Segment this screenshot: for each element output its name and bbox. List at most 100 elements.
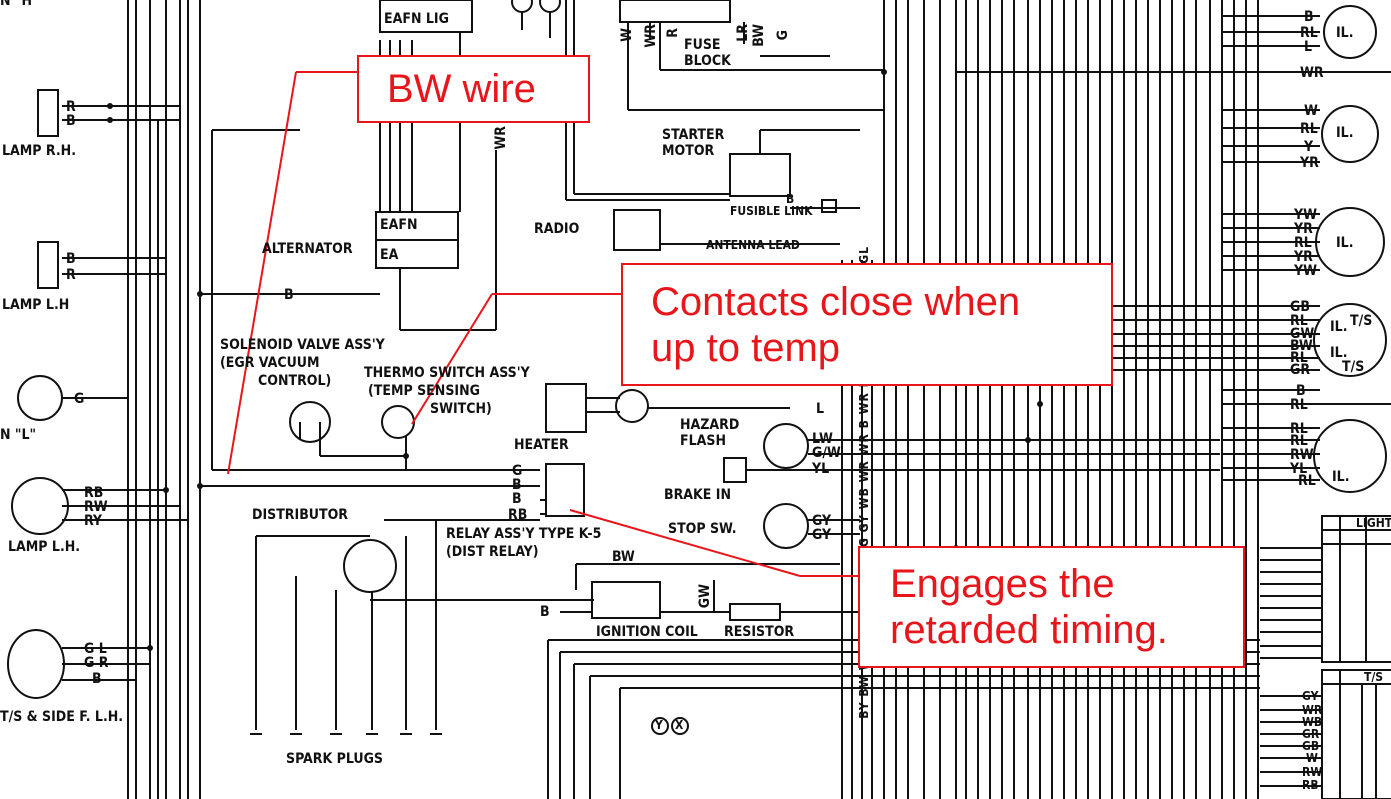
wire-b-label: B [284, 287, 294, 303]
wire-b-label: B [1304, 9, 1314, 25]
alternator-ea-label: EA [380, 247, 399, 263]
wire-r-label: R [66, 99, 76, 115]
turn-signal-label: T/S [1350, 313, 1373, 329]
wire-rl-label: RL [1294, 235, 1312, 251]
callout-contacts-close: Contacts close when up to temp [621, 263, 1113, 386]
wire-rl-label: RL [1300, 121, 1318, 137]
wire-rl-label: RL [1290, 421, 1308, 437]
distributor-label: DISTRIBUTOR [252, 507, 349, 523]
relay-label: RELAY ASS'Y TYPE K-5 [446, 526, 602, 542]
wire-yl-label: YL [1290, 461, 1308, 477]
wire-b-label: B [92, 671, 102, 687]
wire-gr-label: GR [1290, 362, 1311, 378]
wire-wr-label: WR [1300, 65, 1324, 81]
wire-rl-label: RL [1298, 473, 1316, 489]
wire-rb-label: RB [1302, 778, 1319, 792]
wire-gr-label: G R [84, 655, 109, 671]
wire-rl-label: RL [1290, 397, 1308, 413]
wire-g-label: G [74, 391, 85, 407]
wire-r-label: R [66, 267, 76, 283]
lamp-lh2-label: LAMP L.H. [8, 539, 81, 555]
terminal-x-label: X [675, 718, 684, 732]
wire-b-label: B [540, 604, 550, 620]
wire-w-label: W [619, 28, 635, 42]
stop-switch-label: STOP SW. [668, 521, 737, 537]
wire-ry-label: RY [84, 513, 103, 529]
alternator-eafn-label: EAFN [380, 217, 418, 233]
wire-b-label: B [1296, 383, 1306, 399]
alternator-label: ALTERNATOR [262, 241, 353, 257]
indicator-il-label: IL. [1332, 469, 1350, 485]
wire-bw-label: BW [612, 549, 635, 565]
relay-wire-b-label: B [512, 477, 522, 493]
turn-signal-label: T/S [1342, 359, 1365, 375]
horn-l-label: N "L" [0, 427, 37, 443]
wire-rb-label: RB [84, 485, 104, 501]
terminal-y-label: Y [655, 718, 663, 732]
indicator-il-label: IL. [1336, 25, 1354, 41]
wire-gr-label: GR [1302, 727, 1320, 741]
light-switch-table-label: LIGHT [1356, 516, 1391, 530]
solenoid-label: (EGR VACUUM [220, 355, 320, 371]
hazard-flash-label: FLASH [680, 433, 726, 449]
wire-rl-label: RL [1290, 350, 1308, 366]
wire-lw-label: LW [812, 431, 833, 447]
callout-bw-wire-text: BW wire [387, 67, 536, 111]
ts-side-label: T/S & SIDE F. L.H. [0, 709, 124, 725]
relay-wire-rb-label: RB [508, 507, 528, 523]
wire-bw-label: BW [1290, 338, 1313, 354]
indicator-il-label: IL. [1330, 319, 1348, 335]
wire-y-label: Y [1304, 139, 1314, 155]
radio-label: RADIO [534, 221, 580, 237]
wire-gl-label: G L [84, 641, 107, 657]
callout-contacts-line1: Contacts close when [651, 279, 1021, 324]
wire-yw-label: YW [1294, 263, 1318, 279]
horn-h-label: N "H" [0, 0, 39, 9]
solenoid-label: CONTROL) [258, 373, 332, 389]
wire-wr-label: WR [1302, 703, 1323, 717]
thermo-switch-label: (TEMP SENSING [368, 383, 480, 399]
wire-wb-label: WB [1302, 715, 1323, 729]
relay-wire-g-label: G [512, 463, 523, 479]
fusible-link-label: FUSIBLE LINK [730, 204, 813, 218]
wire-gy-label: GY [812, 513, 832, 529]
wire-w-label: W [1306, 751, 1318, 765]
wire-gw-label: G/W [812, 445, 841, 461]
wire-b-label: B [786, 192, 795, 206]
fuse-block-label: FUSE [684, 37, 721, 53]
indicator-il-label: IL. [1336, 125, 1354, 141]
wire-rw-label: RW [1302, 765, 1323, 779]
antenna-lead-label: ANTENNA LEAD [706, 238, 800, 252]
wire-rl-label: RL [1290, 433, 1308, 449]
callout-retarded-timing: Engages the retarded timing. [858, 546, 1245, 668]
callout-engages-line1: Engages the [890, 562, 1115, 606]
indicator-il-label: IL. [1330, 345, 1348, 361]
fuse-block-label: BLOCK [684, 53, 731, 69]
wire-gw-label: GW [1290, 326, 1315, 342]
solenoid-label: SOLENOID VALVE ASS'Y [220, 337, 385, 353]
wire-r-label: R [665, 28, 681, 38]
lamp-rh-label: LAMP R.H. [2, 143, 76, 159]
thermo-switch-label: SWITCH) [430, 401, 492, 417]
wire-rl-label: RL [1290, 313, 1308, 329]
brake-in-label: BRAKE IN [664, 487, 732, 503]
relay-label: (DIST RELAY) [446, 544, 539, 560]
wire-yr-label: YR [1294, 221, 1313, 237]
wire-gy-label: GY [812, 527, 832, 543]
wire-g-label: G [775, 30, 791, 41]
wire-gb-label: GB [1290, 299, 1310, 315]
wire-wr-label: WR [493, 126, 509, 150]
wire-rw-label: RW [84, 499, 108, 515]
wire-gy-label: GY [1302, 689, 1319, 703]
spark-plugs-label: SPARK PLUGS [286, 751, 383, 767]
starter-motor-label: MOTOR [662, 143, 715, 159]
indicator-il-label: IL. [1336, 235, 1354, 251]
wire-rl-label: RL [1300, 25, 1318, 41]
wire-l-label: L [816, 401, 825, 417]
callout-contacts-line2: up to temp [651, 325, 841, 370]
wire-gb-label: GB [1302, 739, 1320, 753]
lamp-lh-label: LAMP L.H [2, 297, 70, 313]
wire-w-label: W [1304, 103, 1318, 119]
wire-gw-label: GW [697, 584, 713, 609]
